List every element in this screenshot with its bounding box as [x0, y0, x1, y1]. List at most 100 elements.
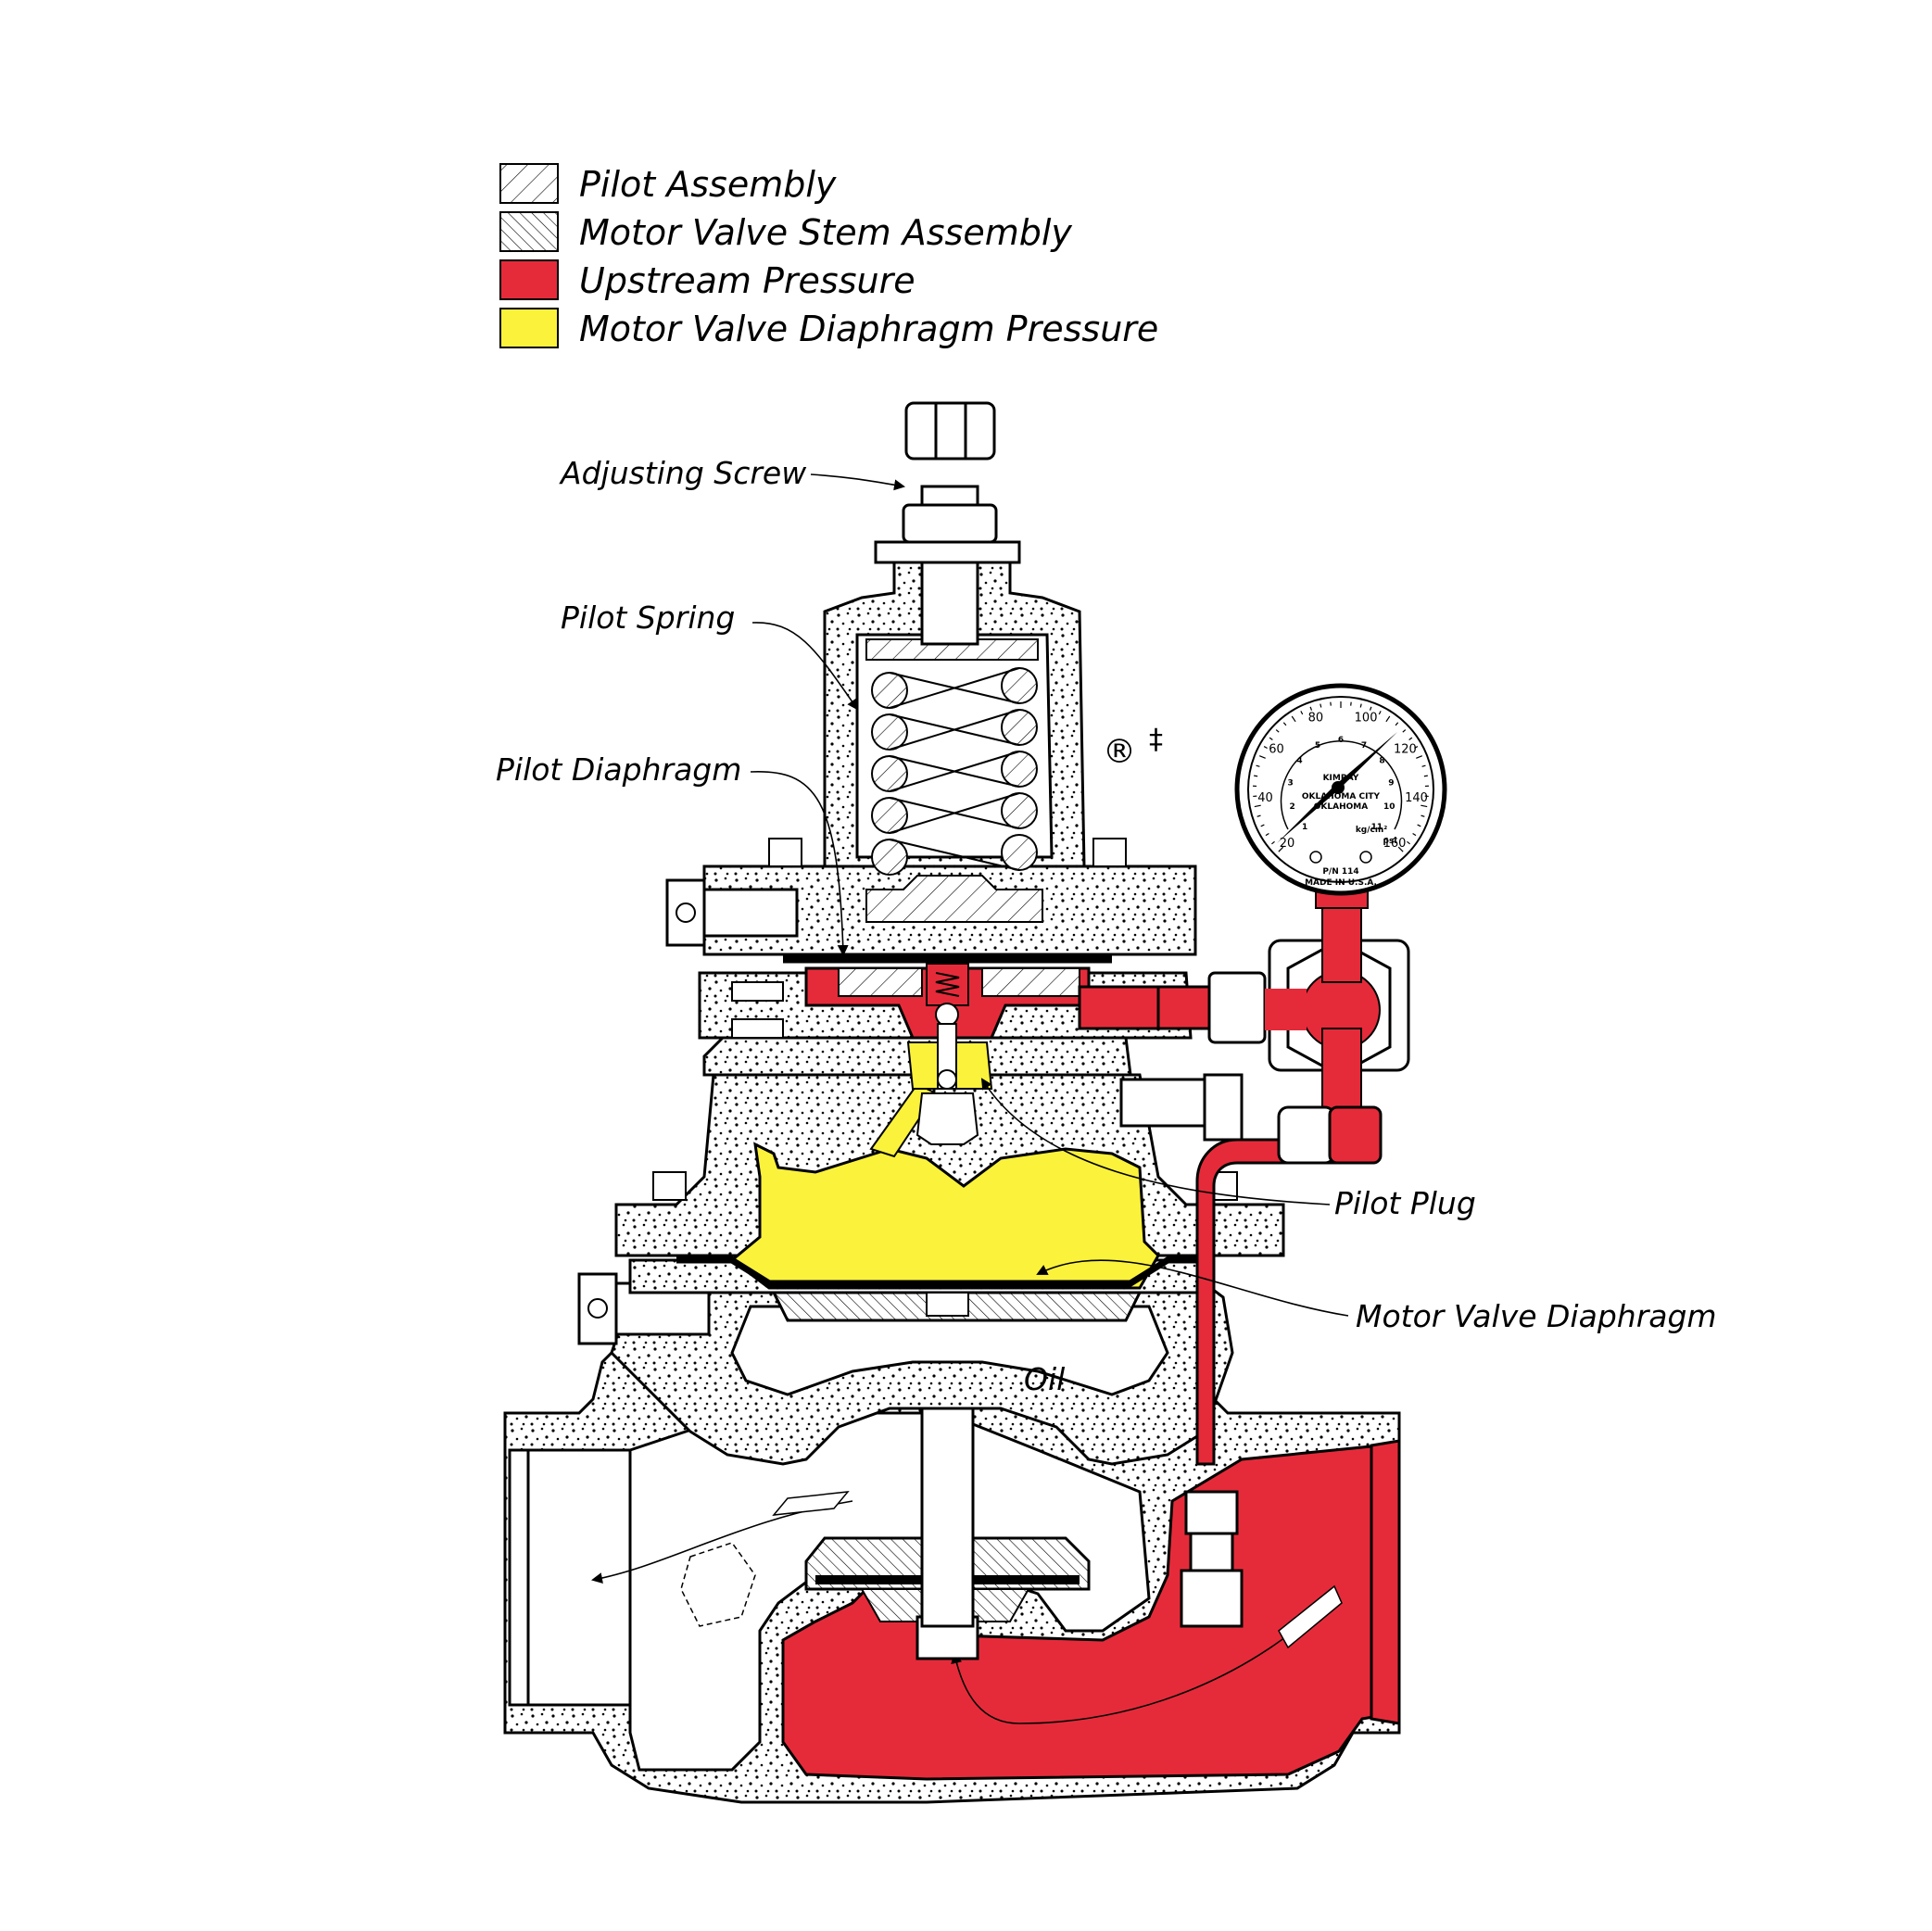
- gauge-tick: [1421, 814, 1425, 817]
- legend-swatch-motor-valve-stem: [499, 211, 559, 252]
- gauge-tick: [1278, 846, 1284, 852]
- gauge-kg-label: 9: [1388, 778, 1394, 788]
- tee-upper-bore: [1321, 902, 1362, 983]
- gauge-city: OKLAHOMA CITY: [1302, 792, 1381, 801]
- gauge-tick: [1421, 804, 1428, 808]
- gauge-tick: [1263, 746, 1268, 750]
- gauge-tick: [1275, 729, 1280, 733]
- body-fitting-nut: [1189, 1532, 1234, 1572]
- leader-pilot-plug: [980, 1078, 1331, 1205]
- pilot-diaphragm-plate-right: [981, 967, 1080, 997]
- gauge-state: OKLAHOMA: [1314, 802, 1368, 812]
- gauge-tick: [1282, 722, 1287, 726]
- gauge-kg-label: 10: [1383, 802, 1395, 812]
- registered-mark: ®: [1103, 733, 1136, 771]
- gauge-tick: [1256, 764, 1260, 767]
- gauge-kg-label: 4: [1296, 757, 1302, 766]
- pilot-stud-left: [768, 838, 802, 867]
- gauge-tick: [1412, 833, 1417, 837]
- legend-label-upstream: Upstream Pressure: [579, 260, 915, 301]
- gauge-tick: [1256, 814, 1261, 817]
- pilot-right-fitting: [1203, 1073, 1244, 1142]
- gauge-tick: [1407, 840, 1410, 845]
- pilot-left-fitting-body: [702, 888, 799, 938]
- gauge-tick: [1359, 703, 1362, 708]
- pilot-diaphragm-plate: [838, 967, 923, 997]
- housing-stud-left: [652, 1171, 687, 1201]
- legend-label-diaphragm-pressure: Motor Valve Diaphragm Pressure: [579, 309, 1158, 349]
- diaphragm-housing: [614, 1073, 1285, 1322]
- legend: Pilot Assembly Motor Valve Stem Assembly…: [499, 163, 1158, 349]
- gauge-tick: [1254, 804, 1261, 808]
- legend-swatch-diaphragm-pressure: [499, 308, 559, 348]
- gauge-pivot: [1332, 781, 1345, 794]
- callout-pilot-plug: Pilot Plug: [1334, 1185, 1476, 1221]
- legend-label-pilot-assembly: Pilot Assembly: [579, 164, 837, 205]
- gauge-psi-label: 100: [1355, 712, 1378, 726]
- gauge-tick: [1421, 764, 1426, 767]
- elbow-cap: [1328, 1105, 1383, 1165]
- pilot-supply-passage[interactable]: [1078, 985, 1160, 1030]
- adjusting-screw-head[interactable]: [904, 401, 996, 461]
- outlet-flow-feather: [772, 1491, 850, 1516]
- pilot-plug-lower-ball: [937, 1069, 957, 1090]
- tee-nipple: [1156, 985, 1216, 1030]
- legend-swatch-upstream: [499, 259, 559, 300]
- gauge-tick: [1260, 824, 1265, 827]
- gauge-kg-label: 3: [1288, 778, 1294, 788]
- motor-valve-diaphragm[interactable]: [676, 1256, 1214, 1287]
- gauge-unit-kg: kg/cm²: [1356, 826, 1387, 835]
- gauge-made-in: MADE IN U.S.A.: [1305, 878, 1377, 888]
- pilot-plug-spring: [935, 972, 960, 997]
- gauge-tick: [1320, 703, 1322, 708]
- gauge-kg-arc: [1280, 739, 1403, 830]
- gauge-tick: [1408, 737, 1413, 740]
- body-plug-outline: [680, 1542, 756, 1627]
- pilot-right-fitting-body: [1119, 1078, 1216, 1128]
- adjusting-screw-washer: [874, 540, 1021, 564]
- gauge-tick: [1378, 711, 1382, 715]
- gauge-tick: [1402, 729, 1407, 733]
- tee-lower-bore: [1321, 1028, 1362, 1117]
- inlet-flow-feather: [1278, 1584, 1343, 1649]
- inlet-flange: [1370, 1439, 1401, 1725]
- diaphragm-nut: [926, 1292, 969, 1317]
- gauge-tick: [1265, 833, 1269, 837]
- leader-pilot-spring: [751, 622, 859, 711]
- gauge-part-number: P/N 114: [1322, 867, 1358, 877]
- pilot-left-fitting-hex: [676, 902, 696, 923]
- legend-swatch-pilot-assembly: [499, 163, 559, 204]
- gauge-psi-label: 20: [1280, 837, 1295, 851]
- gauge-kg-label: 1: [1302, 823, 1307, 832]
- spring-lower-button: [865, 875, 1043, 923]
- gauge-brand: KIMRAY: [1323, 774, 1359, 783]
- pilot-lower-cartridge: [915, 1092, 979, 1145]
- gauge-tick: [1309, 706, 1313, 711]
- leader-adjusting-screw: [810, 473, 905, 491]
- pilot-plug-ball[interactable]: [935, 1003, 959, 1027]
- gauge-psi-label: 140: [1405, 791, 1428, 805]
- bonnet-left-fitting-hex: [587, 1298, 608, 1319]
- diaphragm-pressure-chamber[interactable]: [729, 1142, 1160, 1290]
- gauge-kg-label: 2: [1290, 802, 1295, 812]
- gauge-unit-psi: psi: [1383, 837, 1397, 846]
- pilot-stud-right: [1092, 838, 1127, 867]
- gauge-psi-label: 160: [1383, 837, 1407, 851]
- tee-nut-left: [1207, 971, 1267, 1044]
- adjusting-screw-locknut: [902, 503, 998, 544]
- dagger-mark: ‡: [1149, 724, 1163, 756]
- gauge-psi-label: 80: [1308, 712, 1324, 726]
- gauge-tick: [1385, 715, 1391, 723]
- gauge-kg-label: 8: [1379, 757, 1384, 766]
- pilot-slot-upper: [731, 981, 784, 1002]
- leader-motor-valve-diaphragm: [1036, 1259, 1349, 1317]
- pilot-slot-lower: [731, 1018, 784, 1039]
- pilot-spring[interactable]: [871, 667, 1038, 876]
- gauge-tick: [1397, 846, 1404, 852]
- bonnet: Oil: [577, 1272, 1234, 1466]
- gauge-psi-label: 60: [1269, 742, 1284, 756]
